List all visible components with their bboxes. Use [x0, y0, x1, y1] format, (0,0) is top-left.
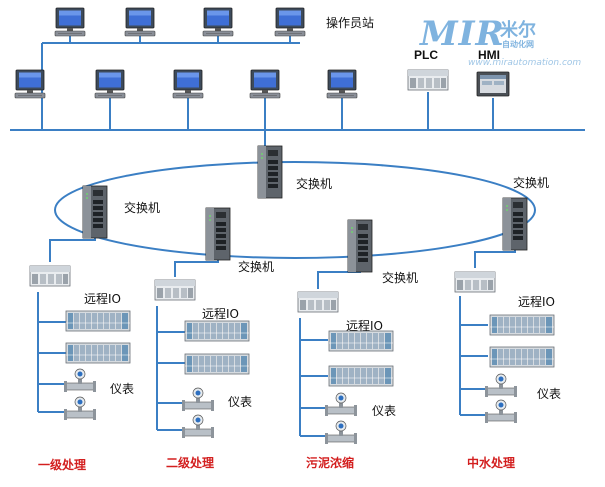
plc-controller-icon: [407, 69, 449, 91]
zone-label-sludge: 污泥浓缩: [306, 456, 355, 470]
remote-io-rack-icon: [184, 353, 250, 375]
operator-pc-icon: [274, 7, 306, 37]
plc-controller-icon: [154, 279, 196, 301]
operator-pc-icon: [172, 69, 204, 99]
zone-label-reclaimed-water: 中水处理: [467, 456, 516, 470]
switch-icon: [502, 197, 528, 251]
switch-icon: [205, 207, 231, 261]
remote-io-label: 远程IO: [518, 295, 555, 309]
flow-meter-icon: [324, 392, 358, 417]
operator-pc-icon: [202, 7, 234, 37]
remote-io-label: 远程IO: [346, 319, 383, 333]
operator-pc-icon: [249, 69, 281, 99]
remote-io-rack-icon: [184, 320, 250, 342]
station-drop-lines: [37, 228, 516, 437]
instrument-label: 仪表: [228, 395, 253, 409]
flow-meter-icon: [181, 387, 215, 412]
operator-pc-icon: [94, 69, 126, 99]
flow-meter-icon: [484, 373, 518, 398]
remote-io-rack-icon: [489, 314, 555, 336]
operator-pc-icon: [14, 69, 46, 99]
operator-station-label: 操作员站: [326, 16, 375, 30]
remote-io-rack-icon: [328, 365, 394, 387]
plc-label: PLC: [414, 48, 438, 62]
switch-label: 交换机: [238, 260, 275, 274]
remote-io-label: 远程IO: [84, 292, 121, 306]
ring-network: [54, 161, 536, 259]
logo-subtitle: 自动化网: [502, 40, 534, 49]
switch-label: 交换机: [382, 271, 419, 285]
instrument-label: 仪表: [110, 382, 135, 396]
flow-meter-icon: [324, 420, 358, 445]
remote-io-rack-icon: [489, 346, 555, 368]
switch-label: 交换机: [124, 201, 161, 215]
remote-io-rack-icon: [65, 342, 131, 364]
brand-logo: MIR 米尔 自动化网 www.mirautomation.com: [420, 12, 600, 72]
flow-meter-icon: [63, 396, 97, 421]
hmi-label: HMI: [478, 48, 500, 62]
zone-label-primary: 一级处理: [38, 458, 87, 472]
switch-label: 交换机: [513, 176, 550, 190]
flow-meter-icon: [181, 414, 215, 439]
switch-icon: [82, 185, 108, 239]
switch-icon: [257, 145, 283, 199]
logo-brand-cn: 米尔: [500, 20, 536, 41]
remote-io-rack-icon: [328, 330, 394, 352]
operator-pc-icon: [326, 69, 358, 99]
instrument-label: 仪表: [372, 404, 397, 418]
plc-controller-icon: [454, 271, 496, 293]
logo-url: www.mirautomation.com: [468, 58, 582, 68]
plc-controller-icon: [29, 265, 71, 287]
switch-label: 交换机: [296, 177, 333, 191]
operator-pc-icon: [54, 7, 86, 37]
flow-meter-icon: [484, 399, 518, 424]
instrument-label: 仪表: [537, 387, 562, 401]
zone-label-secondary: 二级处理: [166, 456, 215, 470]
hmi-panel-icon: [476, 71, 510, 97]
logo-brand: MIR: [420, 14, 505, 54]
remote-io-rack-icon: [65, 310, 131, 332]
flow-meter-icon: [63, 368, 97, 393]
remote-io-label: 远程IO: [202, 307, 239, 321]
plc-controller-icon: [297, 291, 339, 313]
switch-icon: [347, 219, 373, 273]
operator-pc-icon: [124, 7, 156, 37]
